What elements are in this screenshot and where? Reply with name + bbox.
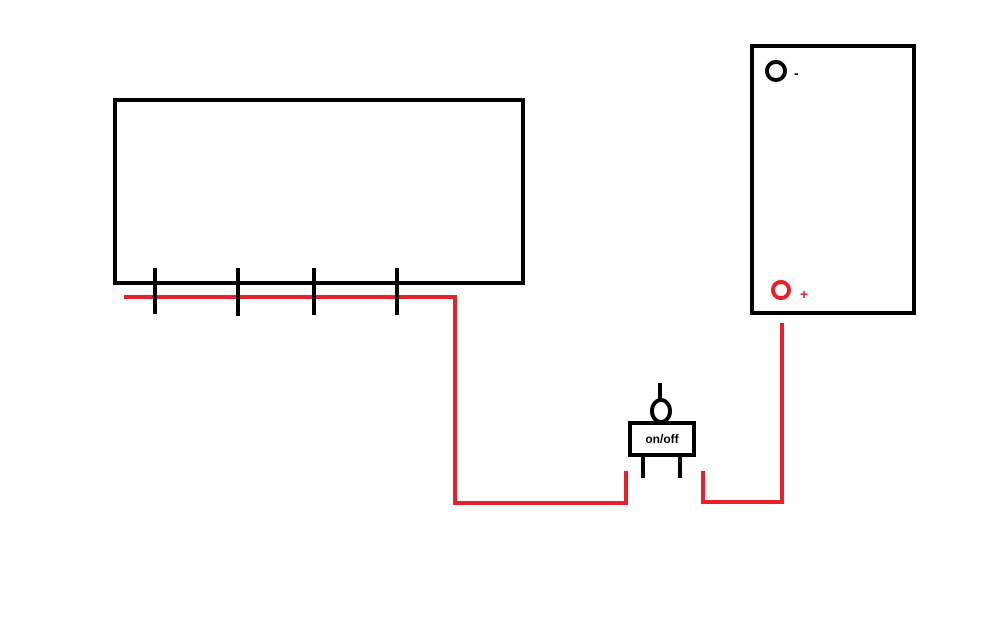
battery-negative-label: - <box>794 65 799 81</box>
switch-lever-knob <box>650 398 672 424</box>
battery-box <box>750 44 916 315</box>
wire-switch-to-battery <box>701 323 784 504</box>
battery-positive-label: + <box>800 286 808 302</box>
battery-negative-terminal <box>765 60 787 82</box>
module-box <box>113 98 525 285</box>
switch-body <box>628 421 696 457</box>
wire-module-to-switch <box>124 295 628 505</box>
switch-label: on/off <box>645 432 679 446</box>
battery-positive-terminal <box>771 280 791 300</box>
